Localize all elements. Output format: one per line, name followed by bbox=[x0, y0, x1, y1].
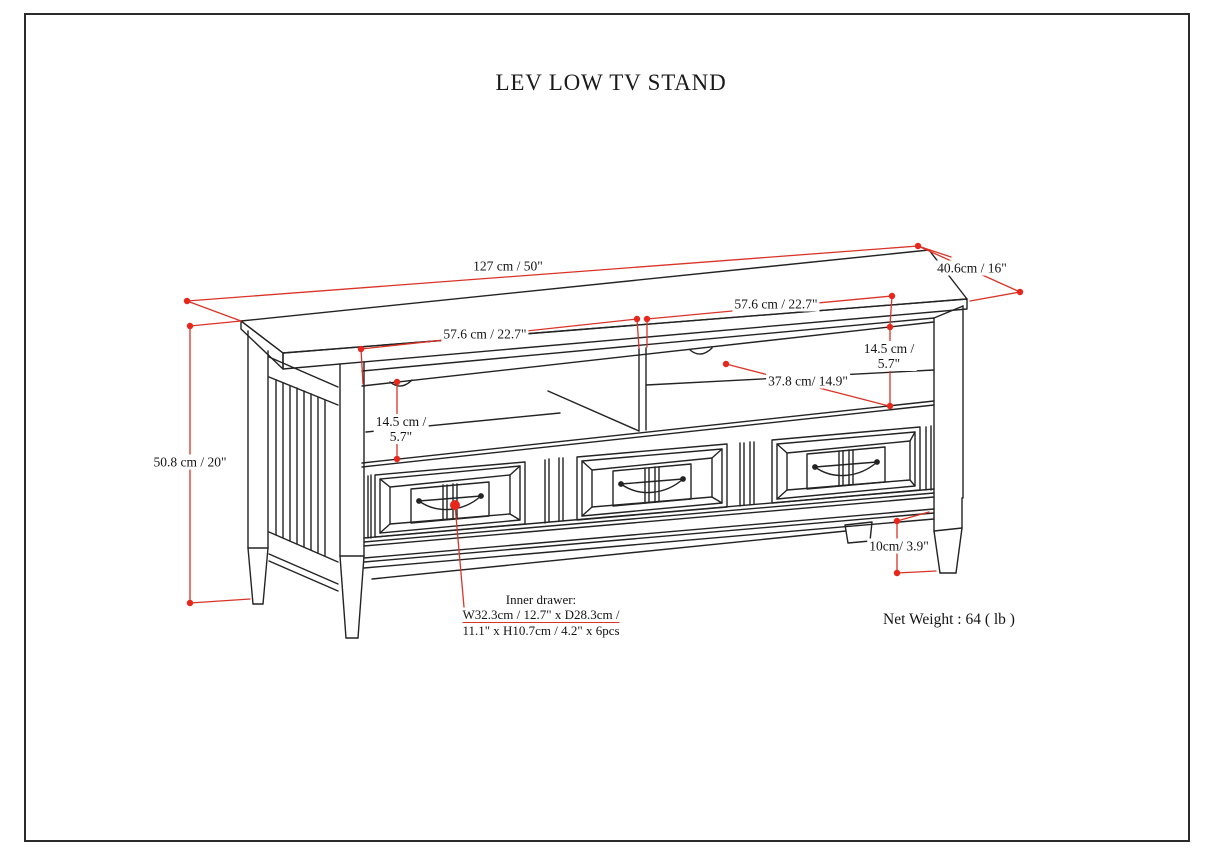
net-weight-label: Net Weight : 64 ( lb ) bbox=[883, 611, 1015, 628]
inner-drawer-marker-dot bbox=[450, 500, 460, 510]
dimension-label-top-depth: 40.6cm / 16" bbox=[935, 260, 1009, 276]
inner-drawer-note-line1: W32.3cm / 12.7" x D28.3cm / bbox=[462, 607, 620, 623]
dimension-label-right-opening-height: 14.5 cm / 5.7" bbox=[861, 341, 917, 371]
inner-drawer-note: Inner drawer: W32.3cm / 12.7" x D28.3cm … bbox=[462, 592, 619, 638]
left-side-panel bbox=[268, 356, 339, 592]
drawer-right bbox=[771, 426, 921, 504]
furniture-outline bbox=[240, 249, 968, 639]
cable-notch-left bbox=[389, 379, 413, 387]
inner-drawer-note-line2: 11.1" x H10.7cm / 4.2" x 6pcs bbox=[462, 623, 620, 638]
dimension-label-right-opening-width: 57.6 cm / 22.7" bbox=[732, 296, 820, 312]
dimension-label-left-opening-height: 14.5 cm / 5.7" bbox=[373, 414, 429, 444]
dimension-dots bbox=[183, 242, 1024, 607]
dimension-label-top-width: 127 cm / 50" bbox=[471, 258, 545, 274]
dimension-label-left-opening-width: 57.6 cm / 22.7" bbox=[441, 326, 529, 342]
drawer-left-handle bbox=[416, 493, 484, 511]
cable-notch-right bbox=[689, 347, 713, 355]
dimension-label-shelf-depth: 37.8 cm/ 14.9" bbox=[766, 373, 850, 389]
dimension-label-right-opening-height-line1: 14.5 cm / bbox=[863, 341, 915, 356]
drawer-right-handle bbox=[812, 459, 880, 477]
dimension-label-overall-height: 50.8 cm / 20" bbox=[151, 454, 229, 470]
inner-drawer-note-title: Inner drawer: bbox=[505, 592, 577, 607]
dimension-label-right-opening-height-line2: 5.7" bbox=[877, 356, 901, 371]
dimension-label-leg-height: 10cm/ 3.9" bbox=[867, 538, 931, 554]
dimension-label-left-opening-height-line2: 5.7" bbox=[389, 429, 413, 444]
center-divider bbox=[547, 347, 647, 432]
drawer-stiles bbox=[367, 425, 932, 539]
front-right-leg bbox=[933, 305, 964, 574]
dimension-label-left-opening-height-line1: 14.5 cm / bbox=[375, 414, 427, 429]
dimension-lines bbox=[186, 245, 1021, 608]
top-panel bbox=[240, 249, 968, 370]
drawer-middle-handle bbox=[618, 476, 686, 494]
inner-drawer-leader bbox=[454, 504, 465, 608]
page-border bbox=[24, 13, 1190, 842]
page-title: LEV LOW TV STAND bbox=[495, 70, 727, 95]
back-left-leg bbox=[247, 330, 269, 605]
front-left-leg bbox=[339, 361, 365, 639]
